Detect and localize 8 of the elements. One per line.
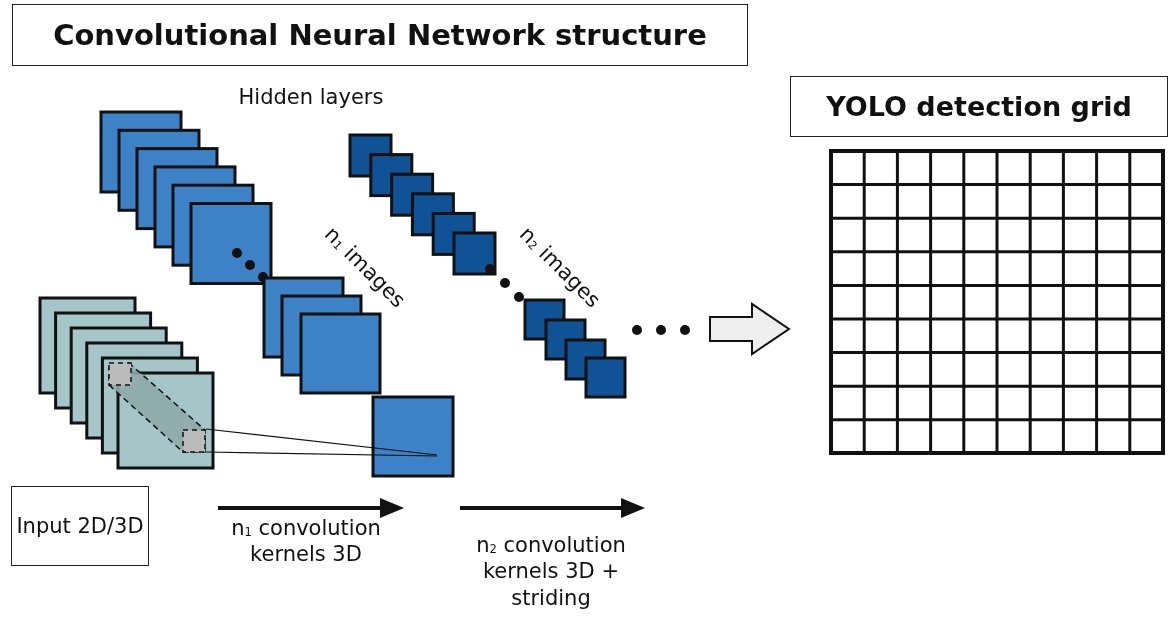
title-box: Convolutional Neural Network structure — [12, 4, 748, 66]
arrow-caption: n$_{2}$ convolution kernels 3D + striding — [475, 532, 627, 612]
block-arrow — [709, 302, 791, 356]
box-label: Input 2D/3D — [16, 512, 144, 540]
input-box — [11, 486, 149, 566]
arrow-caption: n$_{1}$ convolution kernels 3D — [230, 515, 382, 569]
section-label: Hidden layers — [237, 84, 385, 111]
grid-heading: YOLO detection grid — [790, 76, 1168, 137]
